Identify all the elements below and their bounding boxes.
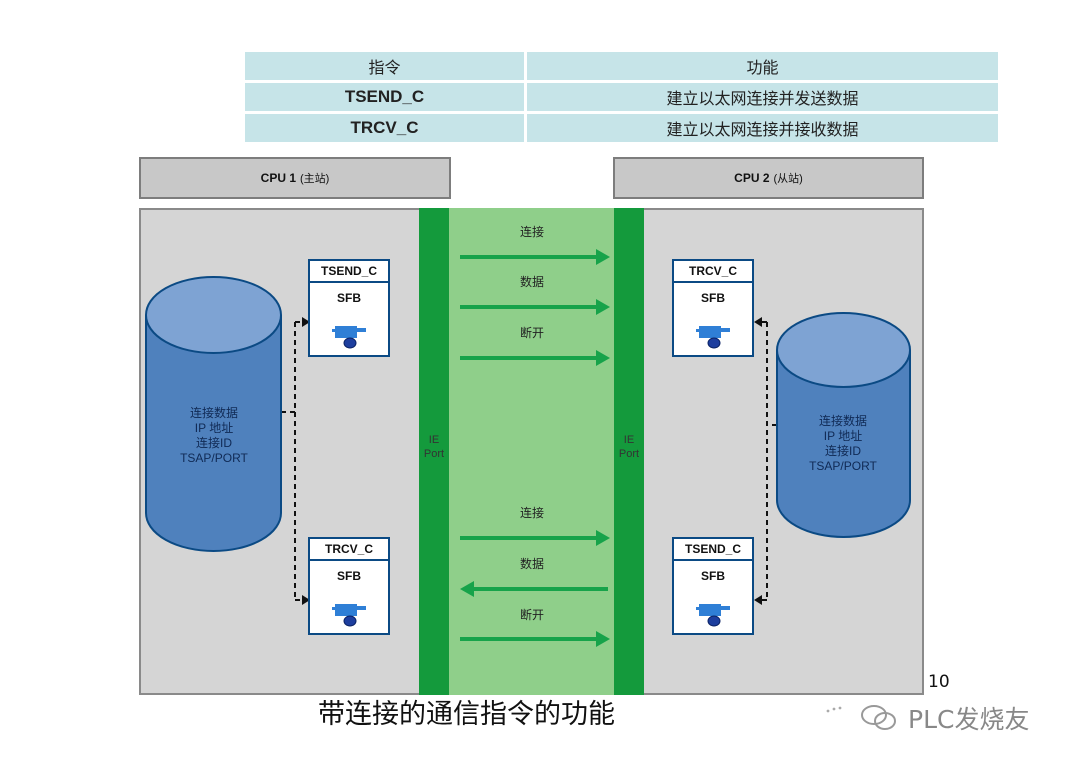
db-line: 连接ID (824, 444, 861, 458)
cpu1-header: CPU 1 (主站) (139, 157, 451, 199)
block-title: TSEND_C (310, 261, 388, 283)
arrow-label-connect-top: 连接 (519, 225, 544, 239)
block-type: SFB (337, 291, 361, 305)
table-cell-instruction: TRCV_C (245, 114, 524, 142)
ie-port-label-line2: Port (618, 447, 640, 460)
table-header-function: 功能 (527, 52, 998, 80)
watermark: PLC发烧友 (822, 700, 1029, 736)
table-cell-function: 建立以太网连接并发送数据 (527, 83, 998, 111)
sfb-block-icon (696, 604, 730, 627)
db-line: 连接数据 (189, 406, 238, 420)
cpu2-header: CPU 2 (从站) (613, 157, 924, 199)
arrow-connect-bottom (460, 530, 610, 546)
arrow-label-connect-bottom: 连接 (519, 506, 544, 520)
arrow-data-bottom (460, 581, 608, 597)
table-row: TSEND_C 建立以太网连接并发送数据 (245, 83, 998, 111)
block-tsend-right: TSEND_C SFB (672, 537, 754, 635)
connection-database-right (776, 312, 911, 538)
block-title: TSEND_C (674, 539, 752, 561)
table-cell-instruction: TSEND_C (245, 83, 524, 111)
arrow-label-disconnect-bottom: 断开 (519, 608, 544, 622)
ie-port-label-line1: IE (623, 433, 635, 446)
wechat-icon (826, 705, 896, 730)
block-title: TRCV_C (310, 539, 388, 561)
watermark-text: PLC发烧友 (908, 705, 1030, 734)
table-header-instruction: 指令 (245, 52, 524, 80)
db-line: 连接数据 (818, 414, 867, 428)
block-tsend-left: TSEND_C SFB (308, 259, 390, 357)
page-number: 10 (928, 672, 950, 692)
network-channel (449, 208, 614, 695)
ie-port-left: IE Port (419, 208, 449, 695)
connection-database-left (145, 276, 282, 552)
block-title: TRCV_C (674, 261, 752, 283)
block-type: SFB (337, 569, 361, 583)
arrow-label-data-bottom: 数据 (519, 557, 544, 571)
block-trcv-left: TRCV_C SFB (308, 537, 390, 635)
db-line: IP 地址 (194, 421, 234, 435)
database-text-right: 连接数据 IP 地址 连接ID TSAP/PORT (789, 414, 897, 474)
ie-port-label-line1: IE (428, 433, 440, 446)
sfb-block-icon (696, 326, 730, 349)
block-type: SFB (701, 291, 725, 305)
slide-title: 带连接的通信指令的功能 (318, 699, 615, 730)
ie-port-label-line2: Port (423, 447, 445, 460)
db-line: 连接ID (195, 436, 232, 450)
arrow-disconnect-bottom (460, 631, 610, 647)
ie-port-right: IE Port (614, 208, 644, 695)
block-type: SFB (701, 569, 725, 583)
db-line: IP 地址 (823, 429, 863, 443)
db-line: TSAP/PORT (809, 459, 877, 473)
sfb-block-icon (332, 326, 366, 349)
arrow-connect-top (460, 249, 610, 265)
right-dashed-connector (760, 321, 777, 601)
arrow-label-data-top: 数据 (519, 275, 544, 289)
sfb-block-icon (332, 604, 366, 627)
arrow-data-top (460, 299, 610, 315)
arrow-label-disconnect-top: 断开 (519, 326, 544, 340)
table-header-row: 指令 功能 (245, 52, 998, 80)
db-line: TSAP/PORT (180, 451, 248, 465)
left-dashed-connector (281, 321, 304, 601)
block-trcv-right: TRCV_C SFB (672, 259, 754, 357)
cpu2-name: CPU 2 (734, 171, 770, 185)
table-cell-function: 建立以太网连接并接收数据 (527, 114, 998, 142)
cpu1-name: CPU 1 (260, 171, 296, 185)
table-row: TRCV_C 建立以太网连接并接收数据 (245, 114, 998, 142)
database-text-left: 连接数据 IP 地址 连接ID TSAP/PORT (160, 406, 268, 466)
arrow-disconnect-top (460, 350, 610, 366)
cpu2-role: (从站) (773, 173, 803, 185)
cpu1-role: (主站) (300, 173, 330, 185)
